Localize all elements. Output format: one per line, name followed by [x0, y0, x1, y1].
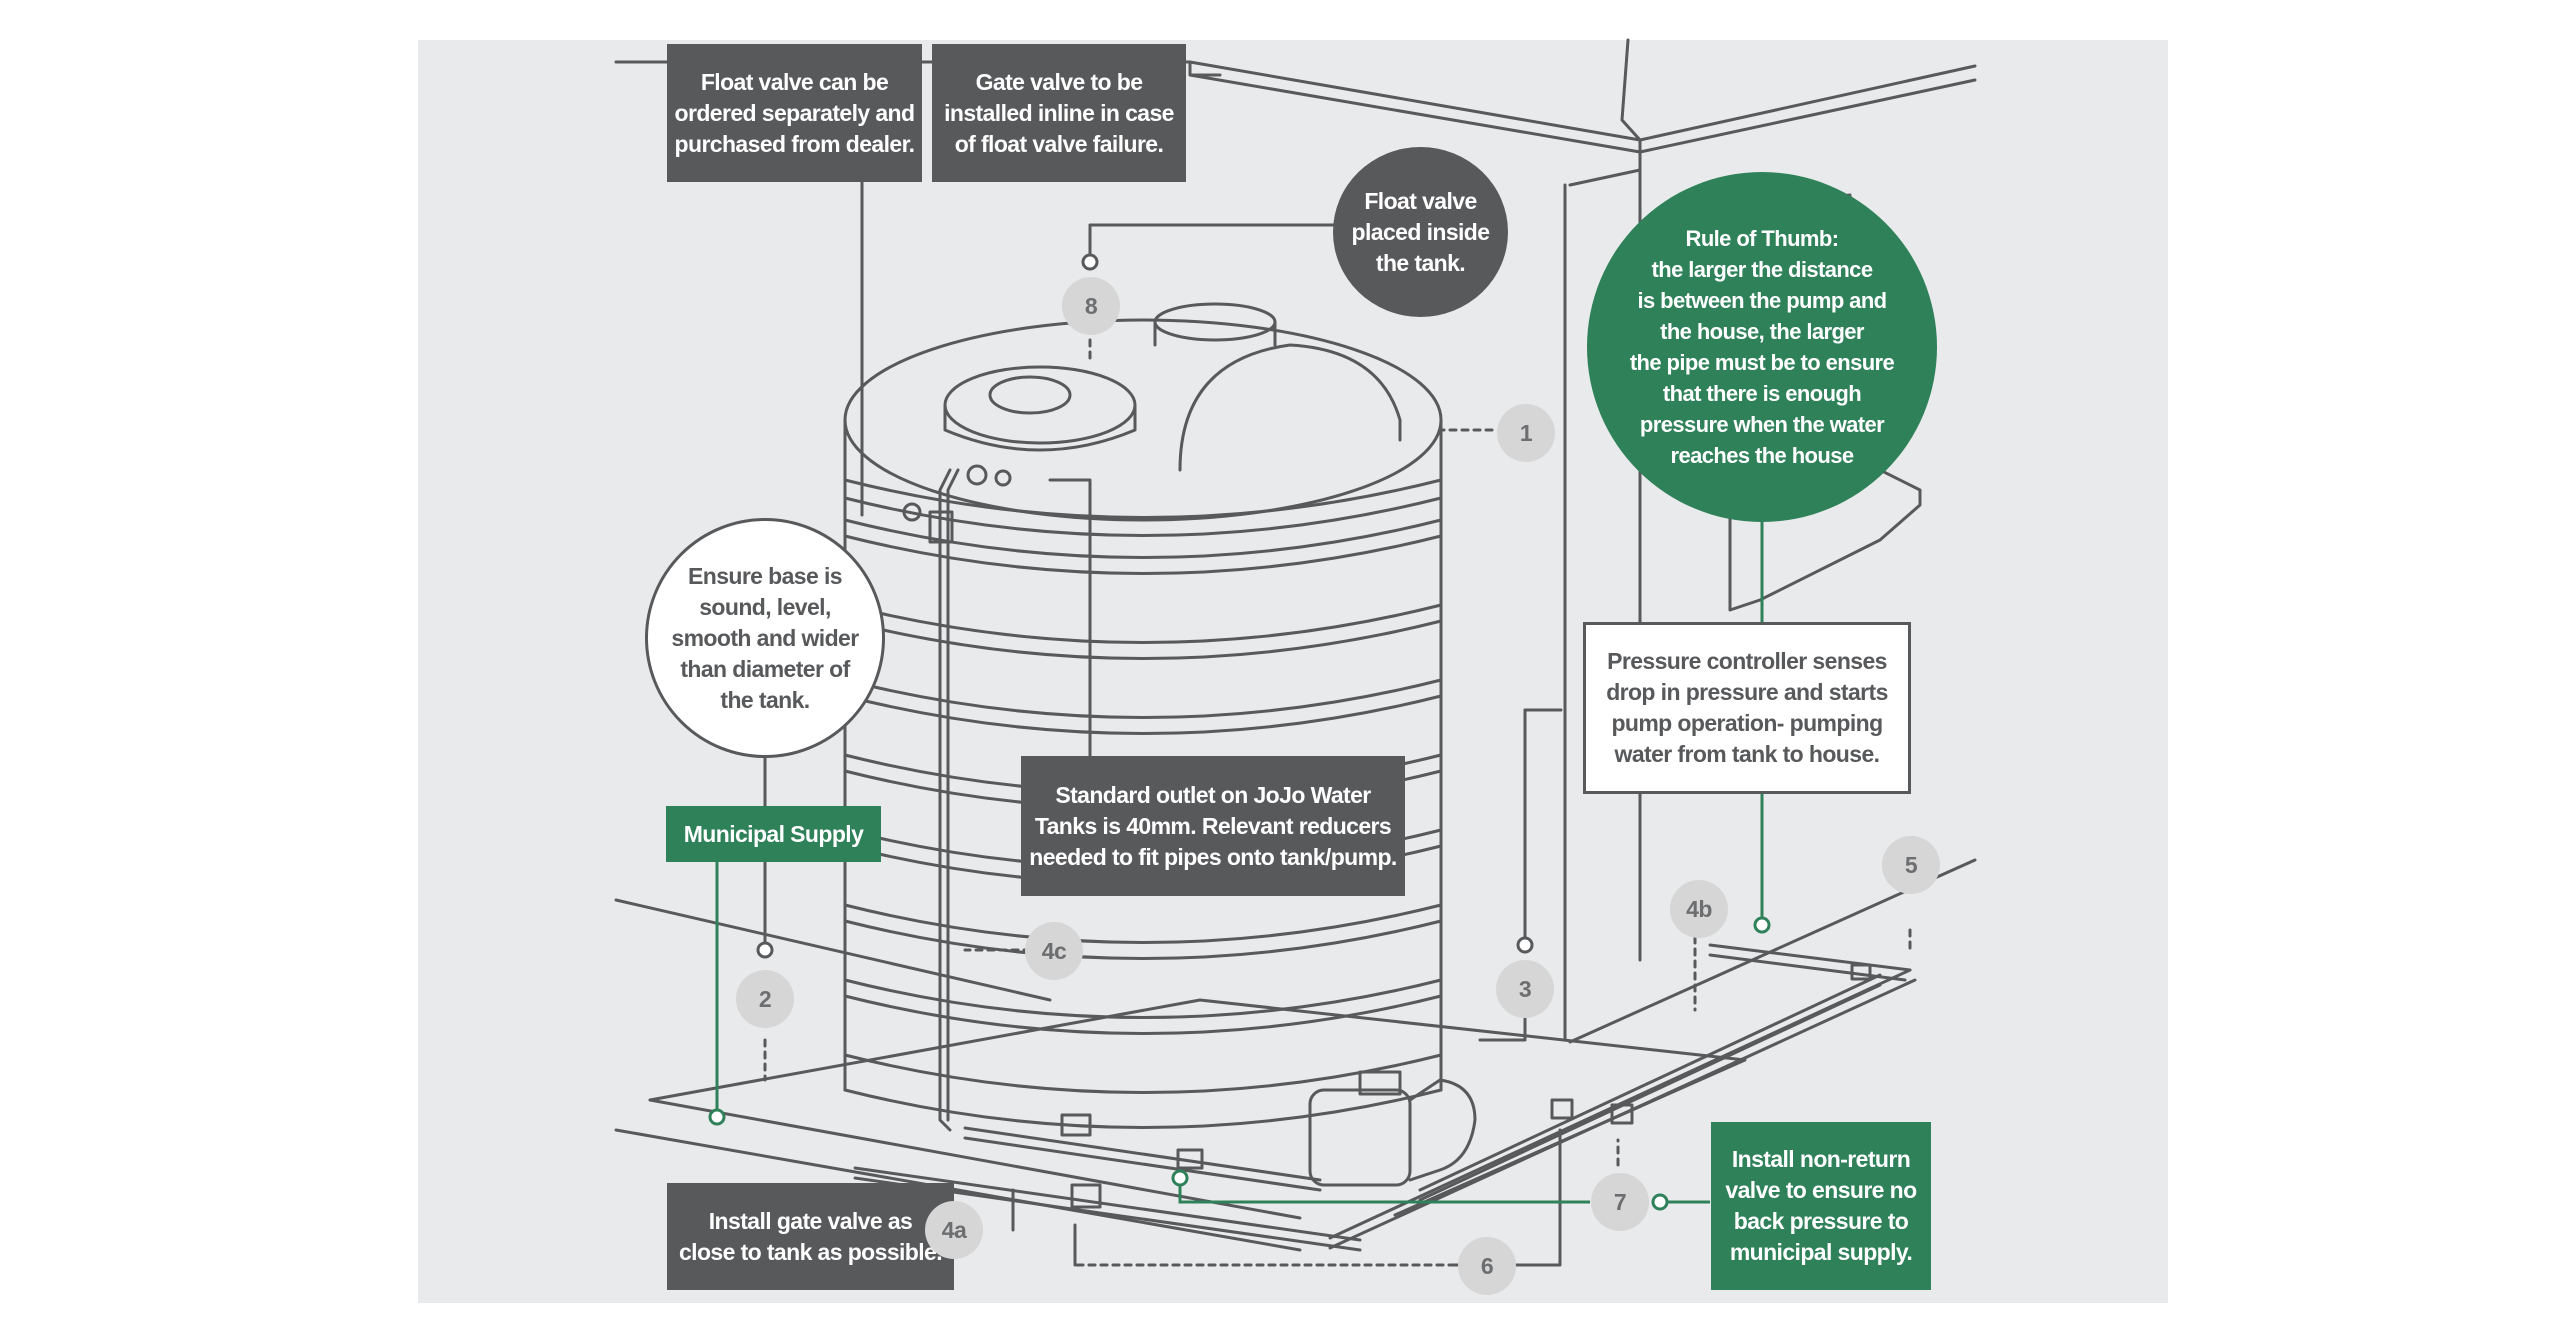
callout-ensure-base: Ensure base is sound, level, smooth and …: [645, 518, 885, 758]
leader-lines: [763, 158, 1912, 1267]
callout-gate-valve-inline: Gate valve to be installed inline in cas…: [932, 44, 1186, 182]
callout-float-valve-order: Float valve can be ordered separately an…: [667, 44, 922, 182]
callout-pressure-controller: Pressure controller senses drop in press…: [1583, 622, 1911, 794]
leader-endpoints: [756, 253, 1534, 959]
callout-non-return-valve: Install non-return valve to ensure no ba…: [1711, 1122, 1931, 1290]
badge-7: 7: [1591, 1173, 1649, 1231]
badge-6: 6: [1458, 1237, 1516, 1295]
callout-standard-outlet: Standard outlet on JoJo Water Tanks is 4…: [1021, 756, 1405, 896]
callout-float-valve-inside: Float valve placed inside the tank.: [1333, 147, 1508, 317]
water-tank: [843, 302, 1443, 1132]
badge-1: 1: [1497, 404, 1555, 462]
pipework: [853, 943, 1917, 1252]
badge-4b: 4b: [1670, 880, 1728, 938]
badge-3: 3: [1496, 960, 1554, 1018]
green-endpoints: [708, 916, 1771, 1211]
badge-4a: 4a: [925, 1201, 983, 1259]
callout-municipal-supply: Municipal Supply: [666, 806, 881, 862]
callout-rule-of-thumb: Rule of Thumb: the larger the distance i…: [1587, 172, 1937, 522]
badge-8: 8: [1062, 277, 1120, 335]
badge-5: 5: [1882, 836, 1940, 894]
pump: [1308, 1070, 1477, 1187]
callout-install-gate-valve: Install gate valve as close to tank as p…: [667, 1183, 954, 1290]
badge-2: 2: [736, 970, 794, 1028]
badge-4c: 4c: [1025, 922, 1083, 980]
